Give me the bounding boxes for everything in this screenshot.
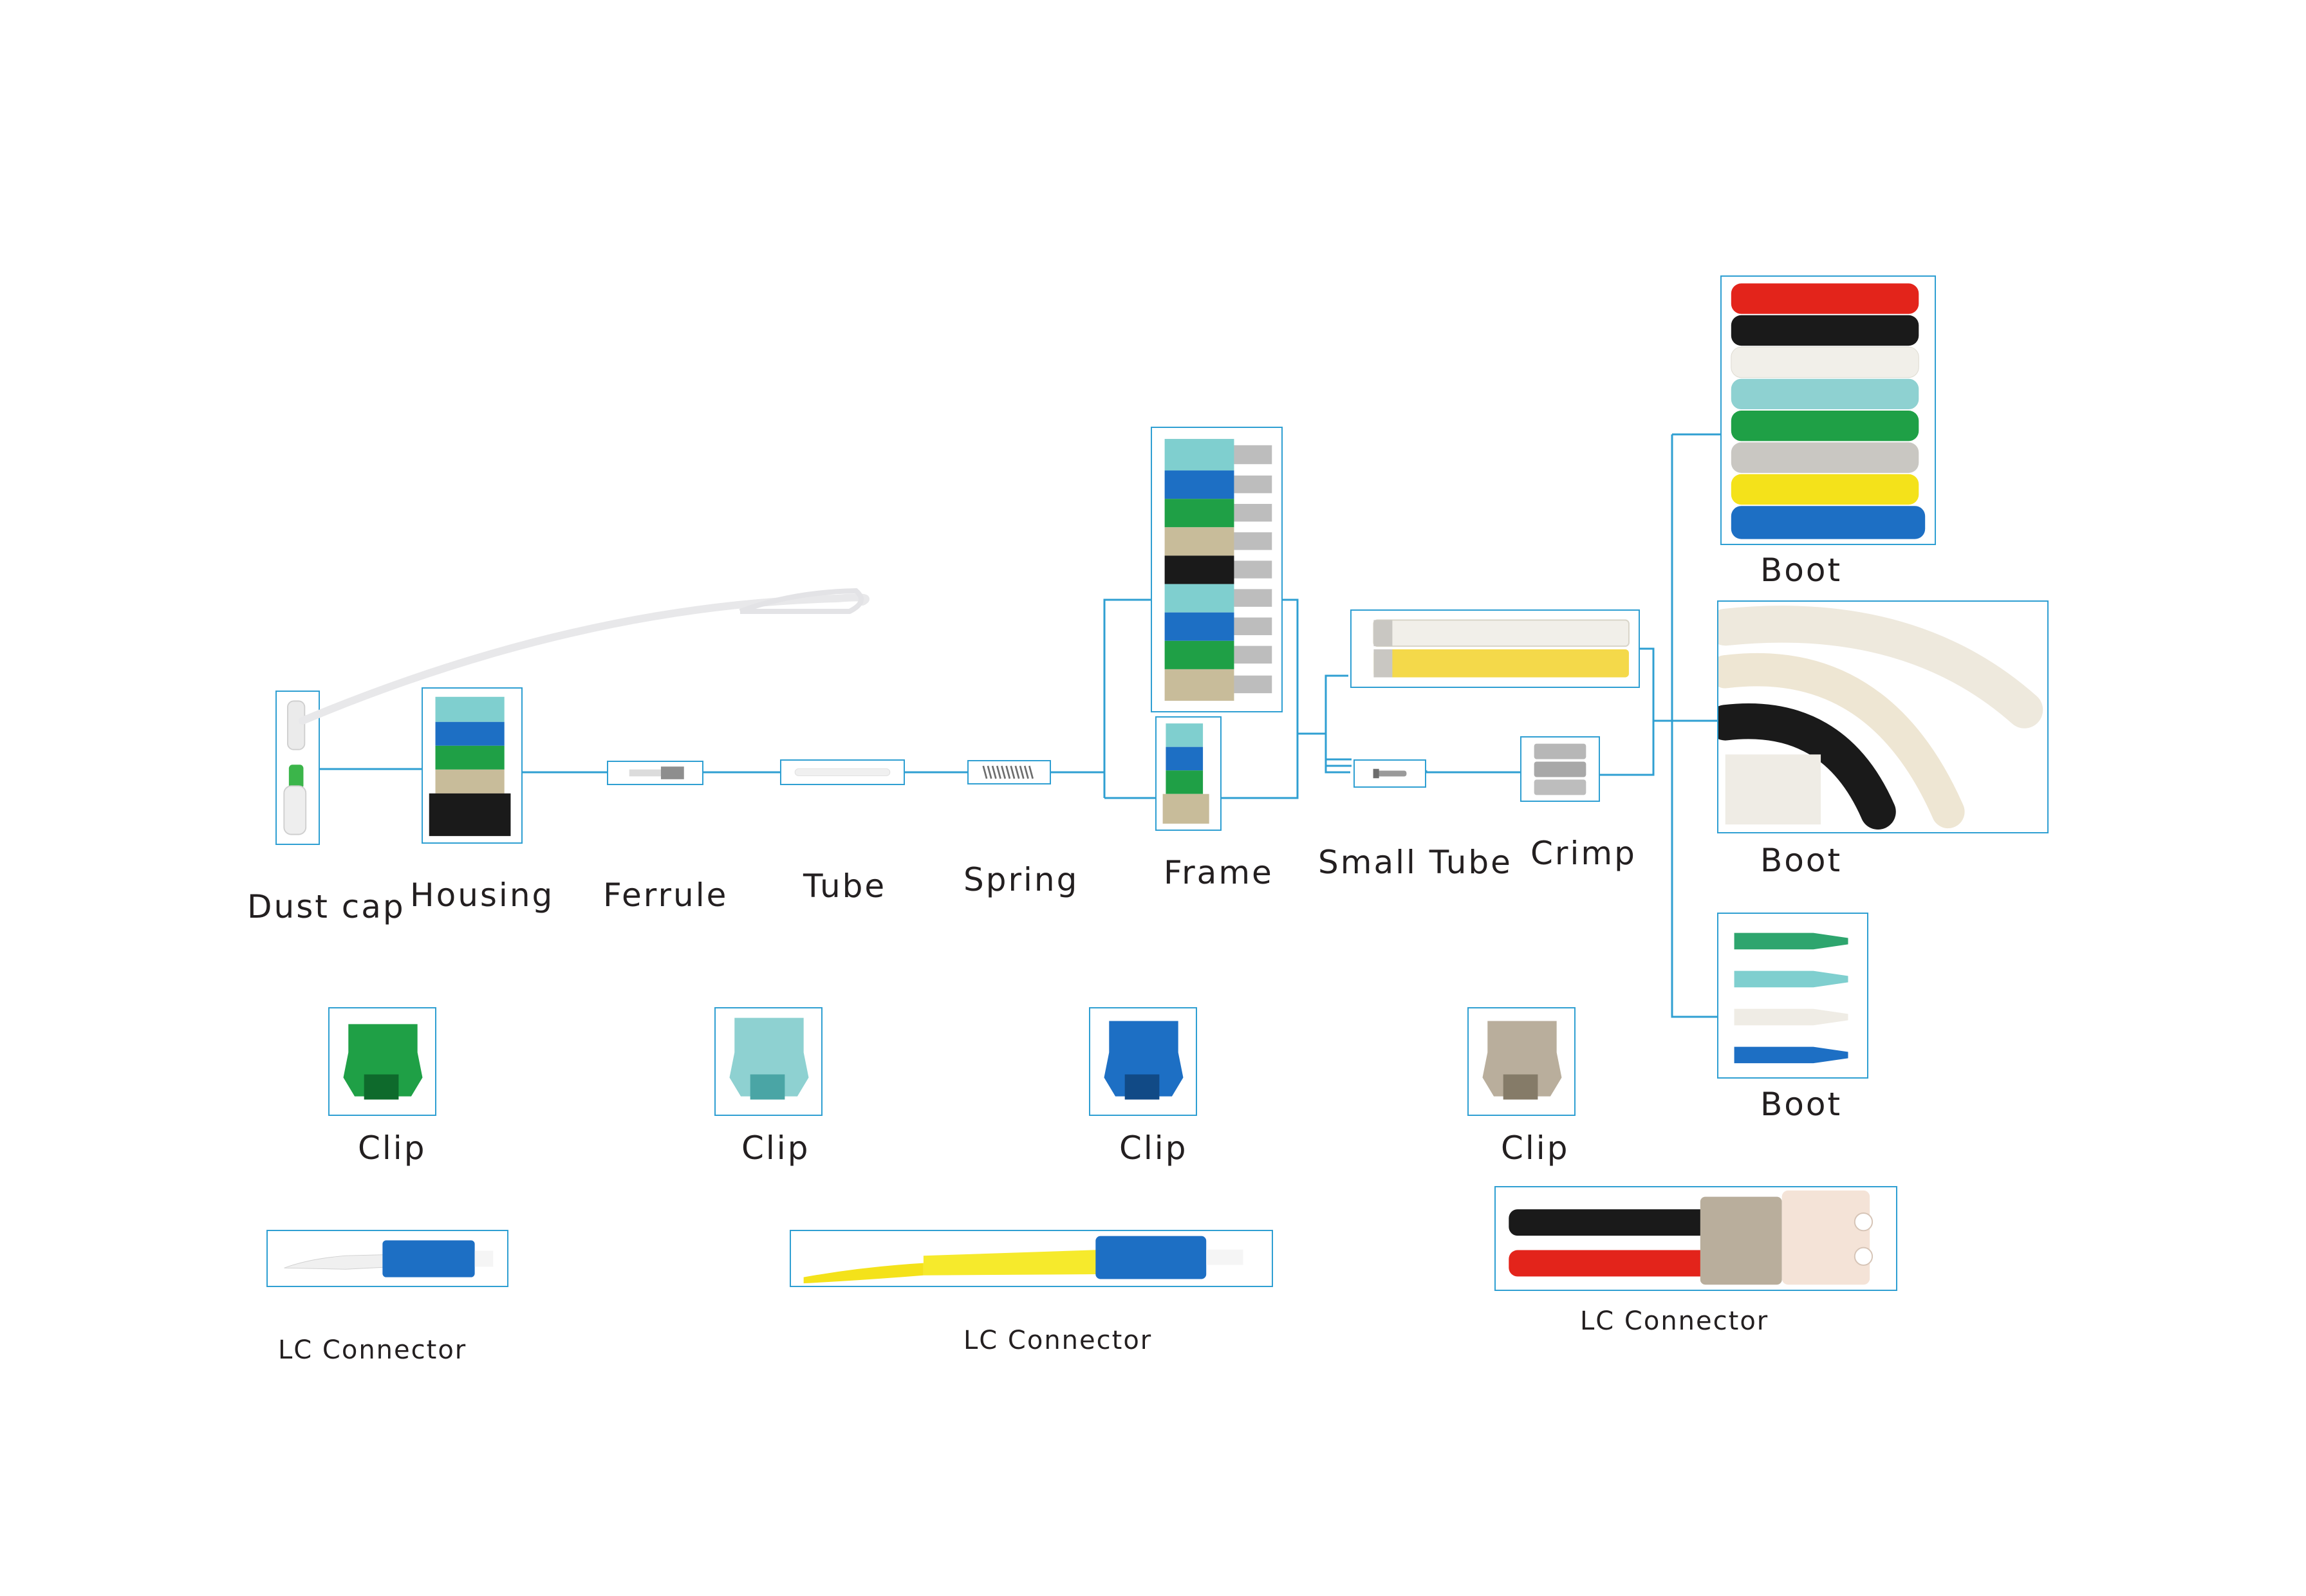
clip-label-green: Clip [358, 1129, 427, 1167]
clip-green-icon [343, 1024, 423, 1100]
clip-label-aqua: Clip [741, 1129, 810, 1167]
ferrule-icon [629, 766, 684, 779]
lc-connector-single-icon [284, 1240, 494, 1277]
dust-cap-label: Dust cap [247, 888, 405, 925]
boot-box-3 [1717, 913, 1868, 1079]
housing-label: Housing [410, 877, 555, 914]
lc-connector-yellow-icon [803, 1236, 1243, 1284]
boot-box-1 [1720, 275, 1936, 545]
clip-box-beige [1467, 1007, 1576, 1116]
boot-short-icon [1734, 933, 1848, 1064]
boot-label-3: Boot [1760, 1086, 1843, 1123]
boot-box-2 [1717, 600, 2049, 833]
clip-blue-icon [1104, 1021, 1184, 1100]
clip-label-beige: Clip [1501, 1129, 1570, 1167]
dust-cap-icon [283, 700, 307, 835]
lc-connector-duplex-icon [1509, 1190, 1874, 1285]
tube-icon [794, 768, 891, 776]
clip-beige-icon [1482, 1021, 1562, 1100]
dust-cap-box [275, 691, 320, 845]
spring-box [967, 760, 1051, 784]
clip-box-blue [1089, 1007, 1197, 1116]
frame-box-top [1151, 427, 1283, 712]
lc-connector-label-3: LC Connector [1580, 1306, 1769, 1336]
ferrule-label: Ferrule [603, 877, 729, 914]
crimp-icon [1534, 743, 1586, 795]
small-tube-icon [1373, 768, 1407, 779]
boot-label-2: Boot [1760, 842, 1843, 879]
housing-box [422, 687, 523, 844]
lc-connector-box-2 [790, 1230, 1273, 1287]
frame-box-bottom [1155, 716, 1222, 831]
frame-small-icon [1162, 723, 1209, 824]
frame-label: Frame [1164, 854, 1274, 891]
clip-box-aqua [714, 1007, 823, 1116]
small-tube-sleeves-icon [1373, 619, 1630, 678]
boot-curved-icon [1718, 606, 2043, 830]
small-tube-box [1353, 759, 1426, 788]
small-tube-label: Small Tube [1318, 844, 1512, 881]
lc-connector-box-1 [266, 1230, 508, 1287]
boot-colored-stack-icon [1731, 283, 1926, 539]
crimp-label: Crimp [1530, 835, 1637, 872]
lc-connector-label-1: LC Connector [278, 1335, 467, 1365]
housing-icon [429, 696, 511, 837]
crimp-box [1520, 736, 1600, 802]
tube-box [780, 759, 905, 785]
clip-label-blue: Clip [1119, 1129, 1188, 1167]
lc-connector-box-3 [1494, 1186, 1897, 1291]
tube-label: Tube [803, 868, 887, 905]
ferrule-box [607, 761, 703, 785]
lc-connector-label-2: LC Connector [963, 1326, 1153, 1355]
clip-aqua-icon [729, 1017, 809, 1100]
spring-icon [982, 765, 1034, 779]
small-tube-box-top [1350, 609, 1640, 688]
spring-label: Spring [963, 861, 1079, 898]
boot-label-1: Boot [1760, 552, 1843, 589]
clip-box-green [328, 1007, 436, 1116]
frame-stack-icon [1164, 439, 1272, 701]
